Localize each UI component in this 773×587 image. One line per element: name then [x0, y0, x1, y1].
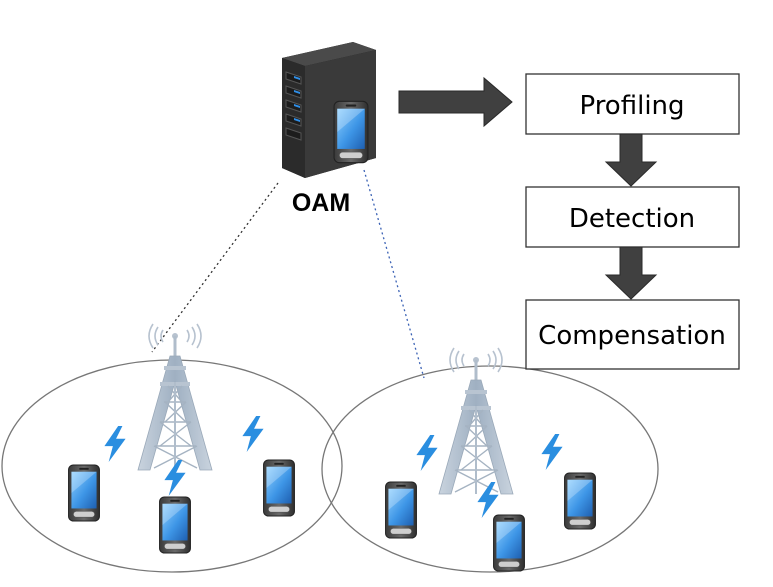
mobile-phone-icon: [564, 472, 596, 530]
arrow-down: [604, 246, 658, 300]
mobile-phone-icon: [493, 514, 525, 572]
arrow-right: [398, 76, 513, 128]
server-label: OAM: [292, 189, 350, 217]
pipeline-step-compensation: Compensation: [525, 299, 740, 370]
link-line-right: [363, 169, 425, 379]
lightning-icon: [541, 434, 563, 470]
cell-right: [321, 365, 659, 573]
pipeline-step-detection: Detection: [525, 186, 740, 248]
lightning-icon: [477, 482, 499, 518]
cell-tower-icon: [137, 323, 213, 471]
pipeline-step-profiling: Profiling: [525, 73, 740, 135]
arrow-down: [604, 133, 658, 187]
lightning-icon: [104, 426, 126, 462]
lightning-icon: [164, 460, 186, 496]
link-line-left: [151, 182, 279, 353]
mobile-phone-icon: [385, 481, 417, 539]
svg-text:Compensation: Compensation: [538, 321, 726, 351]
lightning-icon: [242, 416, 264, 452]
mobile-phone-icon: [159, 496, 191, 554]
mobile-phone-icon: [68, 464, 100, 522]
cell-tower-icon: [438, 347, 514, 495]
svg-text:Detection: Detection: [569, 204, 695, 234]
svg-text:Profiling: Profiling: [579, 91, 684, 121]
mobile-phone-icon: [333, 100, 369, 164]
lightning-icon: [416, 435, 438, 471]
mobile-phone-icon: [263, 459, 295, 517]
